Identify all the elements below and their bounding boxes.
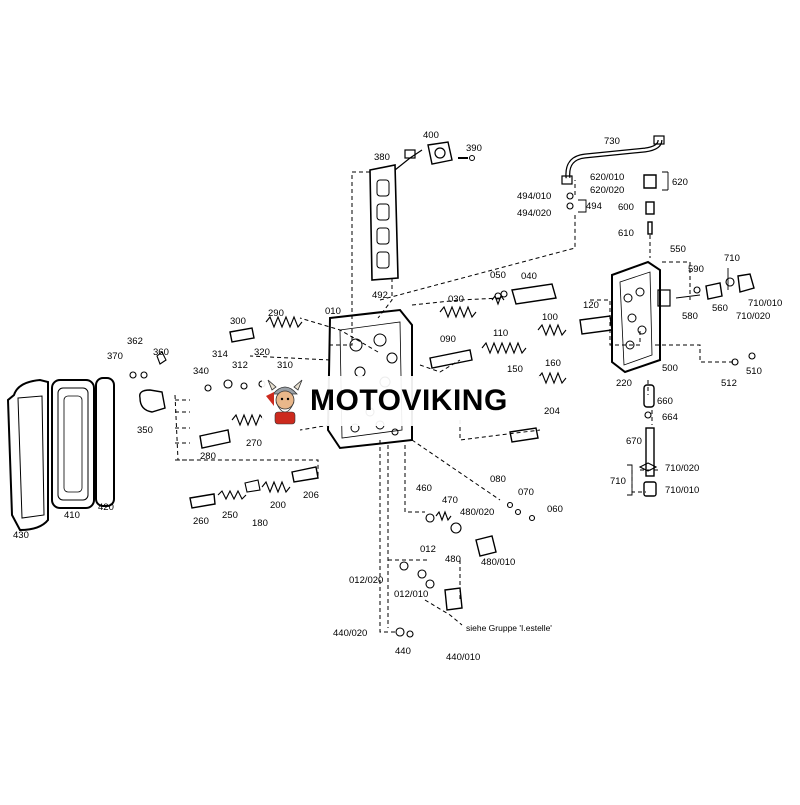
label-260: 260	[193, 516, 209, 527]
gasket-plate-380	[369, 149, 423, 281]
label-440: 440	[395, 646, 411, 657]
label-500: 500	[662, 363, 678, 374]
label-710-b: 710	[610, 476, 626, 487]
label-494-020: 494/020	[517, 208, 551, 219]
label-510: 510	[746, 366, 762, 377]
leader-lines	[174, 171, 735, 633]
label-320: 320	[254, 347, 270, 358]
label-710: 710	[724, 253, 740, 264]
label-220: 220	[616, 378, 632, 389]
label-340: 340	[193, 366, 209, 377]
label-460: 460	[416, 483, 432, 494]
label-350: 350	[137, 425, 153, 436]
group-reference-note: siehe Gruppe 'I.estelle'	[466, 623, 552, 633]
label-090: 090	[440, 334, 456, 345]
label-040: 040	[521, 271, 537, 282]
label-110: 110	[493, 328, 508, 339]
label-480: 480	[445, 554, 461, 565]
label-012: 012	[420, 544, 436, 555]
label-590: 590	[688, 264, 704, 275]
label-060: 060	[547, 504, 563, 515]
pipe-730	[561, 135, 665, 185]
label-380: 380	[374, 152, 390, 163]
label-010: 010	[325, 306, 341, 317]
label-362: 362	[127, 336, 143, 347]
label-250: 250	[222, 510, 238, 521]
label-180: 180	[252, 518, 268, 529]
label-360: 360	[153, 347, 169, 358]
label-512: 512	[721, 378, 737, 389]
label-440-010: 440/010	[446, 652, 480, 663]
label-560: 560	[712, 303, 728, 314]
label-270: 270	[246, 438, 262, 449]
label-206: 206	[303, 490, 319, 501]
label-150: 150	[507, 364, 523, 375]
label-430: 430	[13, 530, 29, 541]
label-494: 494	[586, 201, 602, 212]
label-290: 290	[268, 308, 284, 319]
label-280: 280	[200, 451, 216, 462]
label-200: 200	[270, 500, 286, 511]
label-550: 550	[670, 244, 686, 255]
label-012-010: 012/010	[394, 589, 428, 600]
label-410: 410	[64, 510, 80, 521]
label-492: 492	[372, 290, 388, 301]
label-314: 314	[212, 349, 228, 360]
label-710-020-b: 710/020	[665, 463, 699, 474]
label-580: 580	[682, 311, 698, 322]
label-710-010-b: 710/010	[665, 485, 699, 496]
label-012-020: 012/020	[349, 575, 383, 586]
label-480-020: 480/020	[460, 507, 494, 518]
label-470: 470	[442, 495, 458, 506]
plate-220-500	[611, 260, 671, 374]
label-710-010-a: 710/010	[748, 298, 782, 309]
label-420: 420	[98, 502, 114, 513]
label-070: 070	[518, 487, 534, 498]
viking-mascot-icon	[266, 379, 303, 425]
brand-logo: MOTOVIKING	[262, 376, 540, 426]
springs	[217, 294, 567, 522]
label-310: 310	[277, 360, 293, 371]
part-400-390	[427, 141, 475, 165]
label-050: 050	[490, 270, 506, 281]
label-730: 730	[604, 136, 620, 147]
label-600: 600	[618, 202, 634, 213]
label-204: 204	[544, 406, 560, 417]
label-030: 030	[448, 294, 464, 305]
label-620: 620	[672, 177, 688, 188]
rings-and-balls	[129, 192, 756, 638]
label-480-010: 480/010	[481, 557, 515, 568]
label-670: 670	[626, 436, 642, 447]
label-100: 100	[542, 312, 558, 323]
label-390: 390	[466, 143, 482, 154]
label-660: 660	[657, 396, 673, 407]
label-120: 120	[583, 300, 599, 311]
label-610: 610	[618, 228, 634, 239]
label-370: 370	[107, 351, 123, 362]
label-494-010: 494/010	[517, 191, 551, 202]
part-labels: 380 400 390 492 010 300 290 362 370 360 …	[13, 130, 782, 663]
label-160: 160	[545, 358, 561, 369]
label-620-020: 620/020	[590, 185, 624, 196]
spools	[139, 174, 755, 611]
label-400: 400	[423, 130, 439, 141]
label-664: 664	[662, 412, 678, 423]
label-300: 300	[230, 316, 246, 327]
label-440-020: 440/020	[333, 628, 367, 639]
cover-assembly	[6, 377, 115, 532]
bracket-lines	[578, 171, 729, 496]
label-710-020-a: 710/020	[736, 311, 770, 322]
label-080: 080	[490, 474, 506, 485]
label-620-010: 620/010	[590, 172, 624, 183]
label-312: 312	[232, 360, 248, 371]
brand-name: MOTOVIKING	[310, 384, 508, 417]
